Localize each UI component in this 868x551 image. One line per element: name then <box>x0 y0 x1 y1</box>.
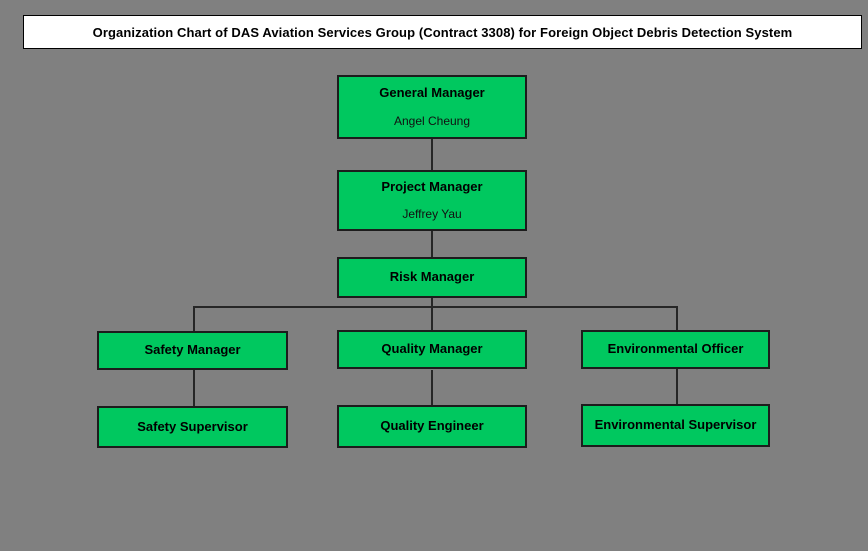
node-environmental-officer[interactable]: Environmental Officer <box>581 330 770 369</box>
node-quality-engineer[interactable]: Quality Engineer <box>337 405 527 448</box>
node-title: Safety Manager <box>144 342 241 358</box>
node-safety-supervisor[interactable]: Safety Supervisor <box>97 406 288 448</box>
connector-qm-to-qe <box>431 370 433 406</box>
node-title: General Manager <box>379 85 485 101</box>
node-person: Angel Cheung <box>393 113 471 128</box>
node-title: Safety Supervisor <box>137 418 248 434</box>
node-general-manager[interactable]: General Manager Angel Cheung <box>337 75 527 139</box>
chart-title-banner: Organization Chart of DAS Aviation Servi… <box>23 15 862 49</box>
node-environmental-supervisor[interactable]: Environmental Supervisor <box>581 404 770 447</box>
connector-gm-to-pm <box>431 139 433 171</box>
node-person: Jeffrey Yau <box>402 207 462 222</box>
node-quality-manager[interactable]: Quality Manager <box>337 330 527 369</box>
chart-title-text: Organization Chart of DAS Aviation Servi… <box>92 24 793 40</box>
node-title: Environmental Officer <box>607 341 744 357</box>
connector-rm-stem <box>431 298 433 333</box>
node-safety-manager[interactable]: Safety Manager <box>97 331 288 370</box>
node-title: Risk Manager <box>389 269 475 285</box>
node-title: Project Manager <box>381 178 483 194</box>
node-title: Quality Engineer <box>380 418 484 434</box>
node-title: Quality Manager <box>381 341 483 357</box>
connector-pm-to-rm <box>431 231 433 258</box>
node-project-manager[interactable]: Project Manager Jeffrey Yau <box>337 170 527 231</box>
node-risk-manager[interactable]: Risk Manager <box>337 257 527 298</box>
connector-level4-bus <box>193 306 678 308</box>
node-title: Environmental Supervisor <box>594 417 757 433</box>
